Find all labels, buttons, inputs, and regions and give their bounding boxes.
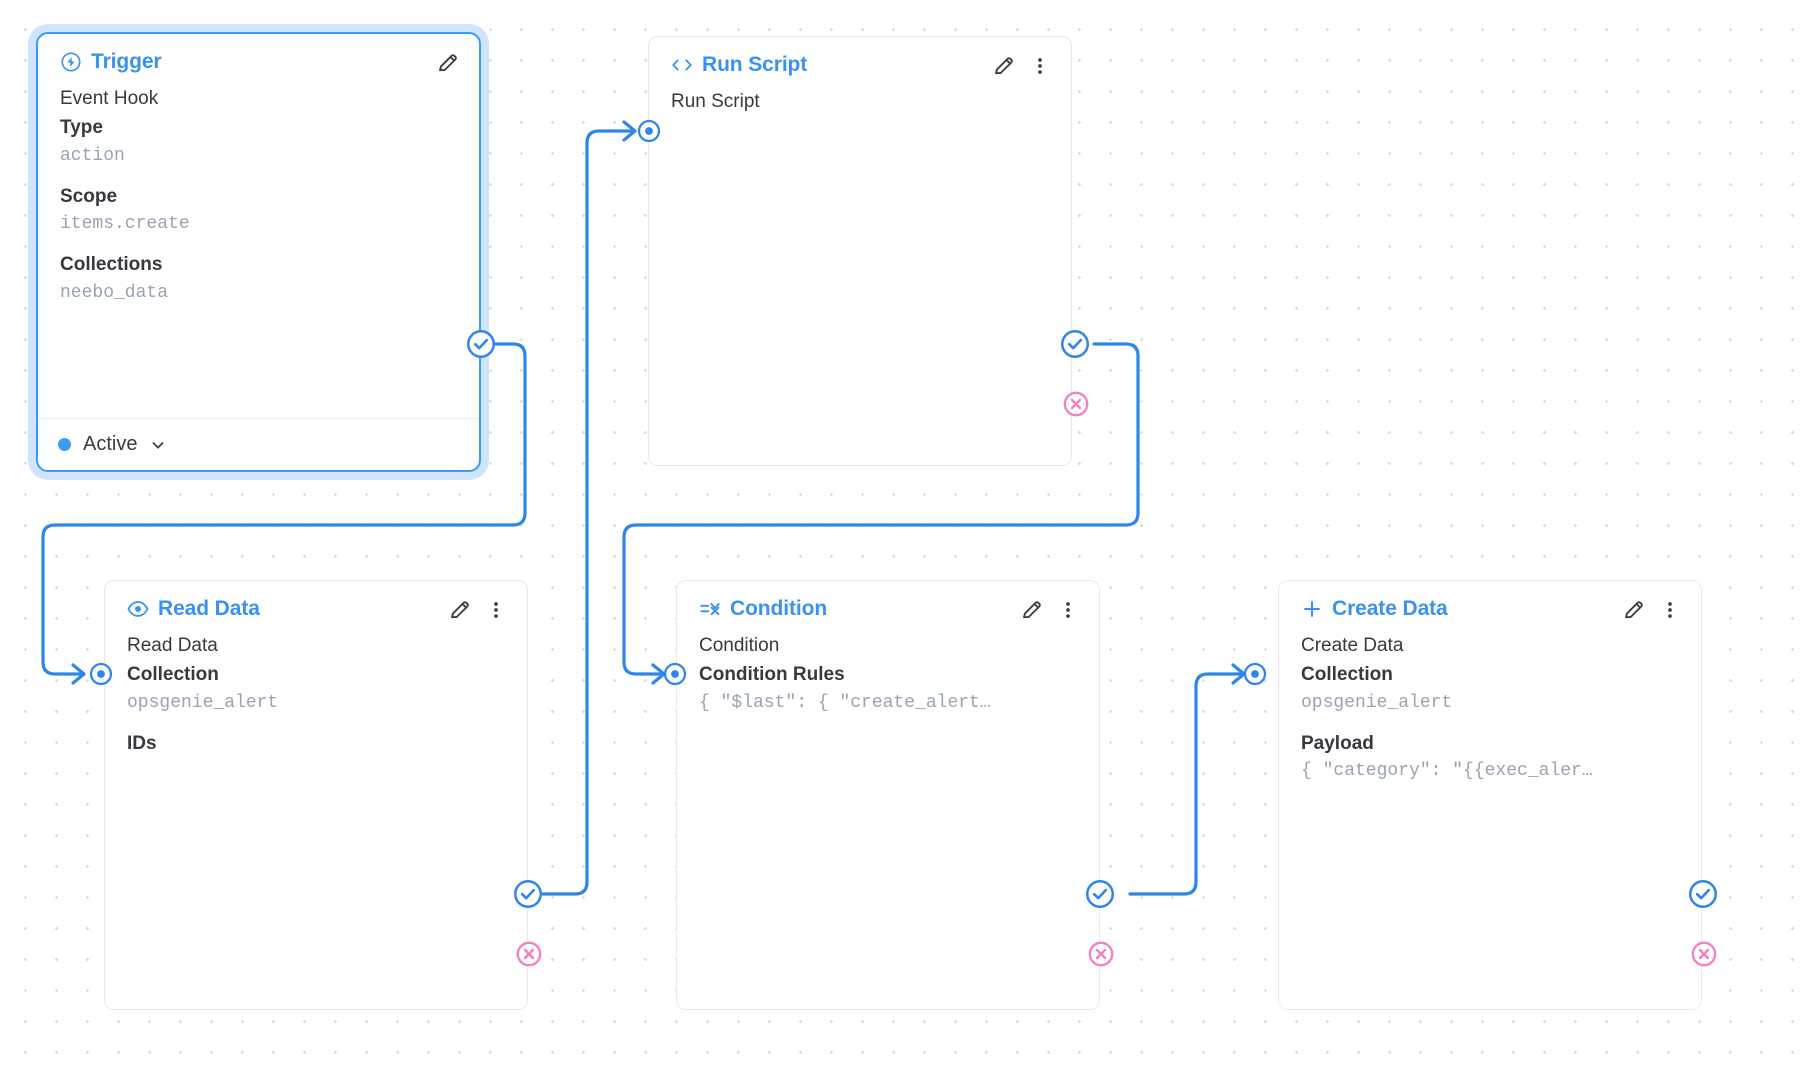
node-header: Run Script xyxy=(649,37,1071,77)
handle-success-run-script[interactable] xyxy=(1060,329,1090,359)
field-value: opsgenie_alert xyxy=(1301,692,1453,713)
node-header: Read Data xyxy=(105,581,527,621)
edit-pencil-icon[interactable] xyxy=(433,48,463,78)
edit-pencil-icon[interactable] xyxy=(1017,595,1047,625)
node-actions xyxy=(433,48,463,78)
node-trigger[interactable]: Trigger Event Hook Type action Scope ite… xyxy=(36,32,481,472)
bolt-circle-icon xyxy=(60,51,82,73)
node-title-label: Trigger xyxy=(91,50,162,73)
handle-error-create-data[interactable] xyxy=(1690,940,1718,968)
field-label: IDs xyxy=(127,732,157,754)
handle-success-read-data[interactable] xyxy=(513,879,543,909)
node-create-data[interactable]: Create Data Create Data Collection opsge… xyxy=(1278,580,1702,1010)
node-title-condition: Condition xyxy=(699,597,827,621)
field-label: Payload xyxy=(1301,732,1374,754)
more-options-icon[interactable] xyxy=(1655,595,1685,625)
status-dot-icon xyxy=(58,438,71,451)
node-actions xyxy=(445,595,511,625)
field-value: { "$last": { "create_alert… xyxy=(699,692,991,713)
handle-target-read-data[interactable] xyxy=(88,661,114,687)
node-body: Create Data Collection opsgenie_alert Pa… xyxy=(1279,621,1701,785)
handle-target-create-data[interactable] xyxy=(1242,661,1268,687)
code-brackets-icon xyxy=(671,54,693,76)
node-status-row[interactable]: Active xyxy=(38,418,479,470)
handle-error-condition[interactable] xyxy=(1087,940,1115,968)
edit-pencil-icon[interactable] xyxy=(445,595,475,625)
node-target-label: Create Data xyxy=(1301,635,1404,656)
field-value: items.create xyxy=(60,214,190,235)
node-title-label: Condition xyxy=(730,597,828,620)
field-label: Collections xyxy=(60,254,163,276)
field-label: Event Hook xyxy=(60,88,159,109)
plus-icon xyxy=(1301,598,1323,620)
field-label: Scope xyxy=(60,185,118,207)
node-title-label: Create Data xyxy=(1332,597,1448,620)
field-value: { "category": "{{exec_aler… xyxy=(1301,761,1593,782)
node-title-label: Run Script xyxy=(702,53,808,76)
node-actions xyxy=(989,51,1055,81)
chevron-down-icon[interactable] xyxy=(149,436,167,454)
handle-target-run-script[interactable] xyxy=(636,118,662,144)
node-body: Event Hook Type action Scope items.creat… xyxy=(38,74,479,307)
node-actions xyxy=(1619,595,1685,625)
node-target-label: Condition xyxy=(699,635,780,656)
node-read-data[interactable]: Read Data Read Data Collection opsgenie_… xyxy=(104,580,528,1010)
field-value: neebo_data xyxy=(60,282,169,303)
handle-error-read-data[interactable] xyxy=(515,940,543,968)
eye-icon xyxy=(127,598,149,620)
node-run-script[interactable]: Run Script Run Script xyxy=(648,36,1072,466)
node-header: Create Data xyxy=(1279,581,1701,621)
edit-pencil-icon[interactable] xyxy=(1619,595,1649,625)
node-title-trigger: Trigger xyxy=(60,50,162,74)
node-body: Run Script xyxy=(649,77,1071,116)
field-value: opsgenie_alert xyxy=(127,692,279,713)
status-badge: Active xyxy=(83,433,138,455)
node-header: Trigger xyxy=(38,34,479,74)
node-title-label: Read Data xyxy=(158,597,260,620)
field-label: Type xyxy=(60,117,103,139)
node-actions xyxy=(1017,595,1083,625)
handle-error-run-script[interactable] xyxy=(1062,390,1090,418)
node-body: Read Data Collection opsgenie_alert IDs xyxy=(105,621,527,758)
field-label: Condition Rules xyxy=(699,664,845,686)
more-options-icon[interactable] xyxy=(481,595,511,625)
node-condition[interactable]: Condition Condition Condition Rules { "$… xyxy=(676,580,1100,1010)
node-title-create-data: Create Data xyxy=(1301,597,1448,621)
condition-filter-icon xyxy=(699,598,721,620)
node-target-label: Read Data xyxy=(127,635,218,656)
field-value: action xyxy=(60,145,125,166)
node-header: Condition xyxy=(677,581,1099,621)
handle-success-create-data[interactable] xyxy=(1688,879,1718,909)
more-options-icon[interactable] xyxy=(1025,51,1055,81)
node-title-run-script: Run Script xyxy=(671,53,807,77)
node-target-label: Run Script xyxy=(671,91,760,112)
node-body: Condition Condition Rules { "$last": { "… xyxy=(677,621,1099,717)
node-title-read-data: Read Data xyxy=(127,597,260,621)
more-options-icon[interactable] xyxy=(1053,595,1083,625)
handle-success-condition[interactable] xyxy=(1085,879,1115,909)
handle-success-trigger[interactable] xyxy=(466,329,496,359)
edit-pencil-icon[interactable] xyxy=(989,51,1019,81)
field-label: Collection xyxy=(1301,664,1393,686)
field-label: Collection xyxy=(127,664,219,686)
handle-target-condition[interactable] xyxy=(662,661,688,687)
